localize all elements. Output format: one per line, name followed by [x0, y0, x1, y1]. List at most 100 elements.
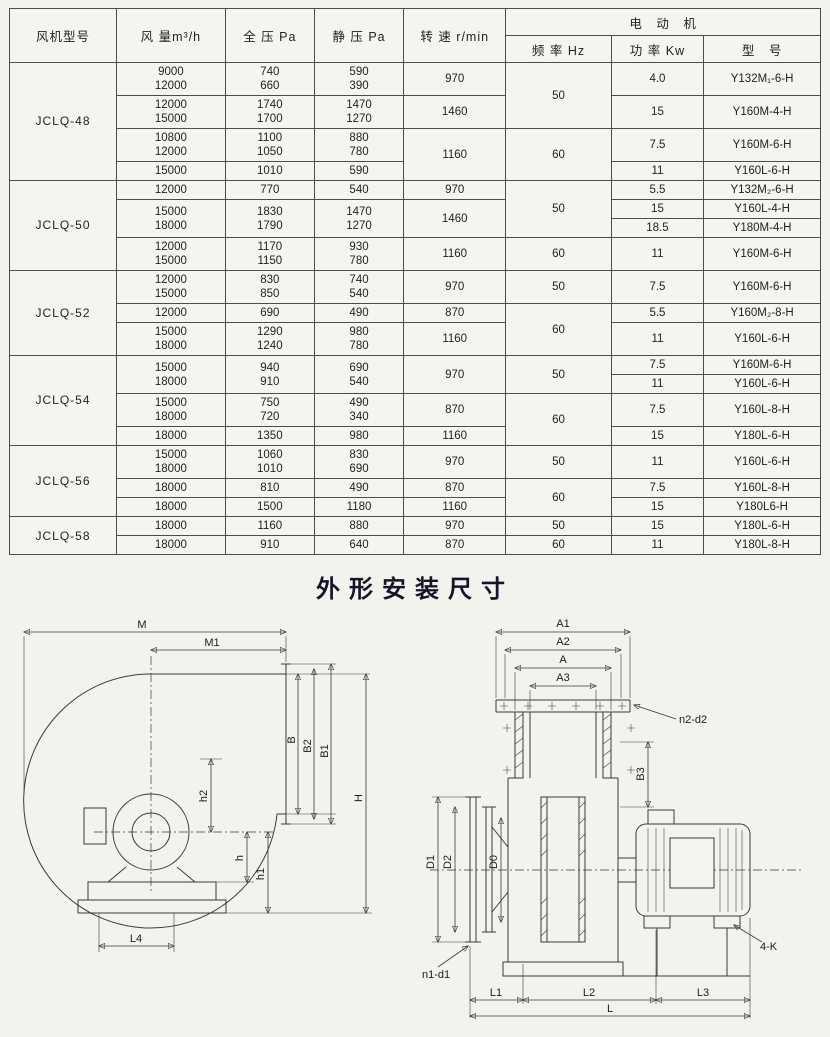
cell-speed: 1460	[403, 95, 507, 130]
cell-total: 1350	[224, 426, 315, 447]
cell-speed: 1160	[403, 322, 507, 357]
dim-label-B2: B2	[302, 740, 314, 753]
cell-static: 740 540	[313, 270, 405, 305]
dim-label-B: B	[286, 737, 298, 744]
header-total-pressure: 全 压 Pa	[224, 8, 315, 63]
cell-airflow: 18000	[116, 535, 226, 556]
front-view-dimensions: A1 A2 A A3 n2-d2 B3	[422, 618, 778, 1018]
cell-power: 4.0	[610, 61, 705, 97]
cell-power: 15	[610, 95, 705, 130]
dim-label-h2: h2	[198, 790, 210, 802]
cell-power: 11	[610, 237, 705, 272]
cell-mtype: Y180L6-H	[703, 497, 821, 518]
cell-mtype: Y180M-4-H	[703, 218, 821, 239]
cell-static: 930 780	[313, 237, 405, 272]
cell-freq: 50	[505, 355, 612, 395]
cell-freq: 60	[505, 128, 612, 182]
dim-label-M1: M1	[204, 637, 219, 649]
cell-mtype: Y160M-4-H	[703, 95, 821, 130]
cell-speed: 970	[403, 61, 507, 97]
cell-power: 11	[610, 374, 705, 395]
cell-freq: 60	[505, 237, 612, 272]
dim-label-h: h	[234, 855, 246, 861]
inlet-collar	[465, 796, 509, 943]
dim-label-D1: D1	[425, 855, 437, 869]
pedestal-base	[77, 867, 227, 914]
cell-airflow: 15000 18000	[116, 322, 226, 357]
cell-total: 940 910	[224, 355, 315, 395]
dim-label-L4: L4	[130, 933, 142, 945]
header-power: 功 率 Kw	[610, 35, 705, 63]
cell-mtype: Y160L-6-H	[703, 374, 821, 395]
dim-label-4-K: 4-K	[760, 941, 778, 953]
cell-power: 15	[610, 199, 705, 220]
header-frequency: 频 率 Hz	[505, 35, 612, 63]
dim-label-h1: h1	[255, 868, 267, 880]
cell-airflow: 15000 18000	[116, 199, 226, 239]
cell-total: 830 850	[224, 270, 315, 305]
fan-front-view-drawing: A1 A2 A A3 n2-d2 B3	[422, 618, 804, 1022]
cell-airflow: 18000	[116, 497, 226, 518]
dim-label-B1: B1	[319, 745, 331, 758]
cell-speed: 1160	[403, 128, 507, 182]
dim-label-B3: B3	[635, 768, 647, 781]
cell-model: JCLQ-56	[8, 445, 118, 518]
dim-label-L1: L1	[490, 987, 502, 999]
cell-power: 5.5	[610, 303, 705, 324]
spec-table: 风机型号 风 量m³/h 全 压 Pa 静 压 Pa 转 速 r/min 电 动…	[8, 8, 821, 556]
cell-static: 830 690	[313, 445, 405, 480]
cell-mtype: Y160L-6-H	[703, 161, 821, 182]
cell-total: 1160	[224, 516, 315, 537]
cell-total: 740 660	[224, 61, 315, 97]
cell-freq: 50	[505, 445, 612, 480]
cell-static: 490	[313, 478, 405, 499]
motor	[503, 809, 751, 977]
cell-static: 880 780	[313, 128, 405, 163]
cell-static: 590 390	[313, 61, 405, 97]
cell-static: 640	[313, 535, 405, 556]
cell-airflow: 10800 12000	[116, 128, 226, 163]
cell-speed: 970	[403, 516, 507, 537]
dim-label-L2: L2	[583, 987, 595, 999]
cell-speed: 1160	[403, 237, 507, 272]
cell-speed: 970	[403, 270, 507, 305]
header-motor: 电 动 机	[505, 8, 821, 36]
cell-total: 910	[224, 535, 315, 556]
cell-freq: 50	[505, 270, 612, 305]
cell-power: 18.5	[610, 218, 705, 239]
cell-airflow: 12000 15000	[116, 270, 226, 305]
cell-model: JCLQ-50	[8, 180, 118, 272]
dim-label-A3: A3	[556, 672, 569, 684]
header-static-pressure: 静 压 Pa	[313, 8, 405, 63]
header-model: 风机型号	[8, 8, 118, 63]
dim-label-D0: D0	[488, 855, 500, 869]
cell-model: JCLQ-48	[8, 61, 118, 182]
cell-total: 750 720	[224, 393, 315, 428]
cell-power: 7.5	[610, 355, 705, 376]
header-airflow: 风 量m³/h	[116, 8, 226, 63]
dim-label-A: A	[559, 654, 567, 666]
cell-mtype: Y160M-6-H	[703, 128, 821, 163]
cell-speed: 870	[403, 478, 507, 499]
cell-power: 15	[610, 426, 705, 447]
dim-label-M: M	[137, 619, 146, 631]
impeller-hub	[83, 656, 276, 893]
spec-table-head: 风机型号 风 量m³/h 全 压 Pa 静 压 Pa 转 速 r/min 电 动…	[8, 8, 821, 63]
cell-airflow: 18000	[116, 426, 226, 447]
cell-mtype: Y132M₁-6-H	[703, 61, 821, 97]
cell-freq: 60	[505, 303, 612, 357]
cell-freq: 50	[505, 180, 612, 239]
